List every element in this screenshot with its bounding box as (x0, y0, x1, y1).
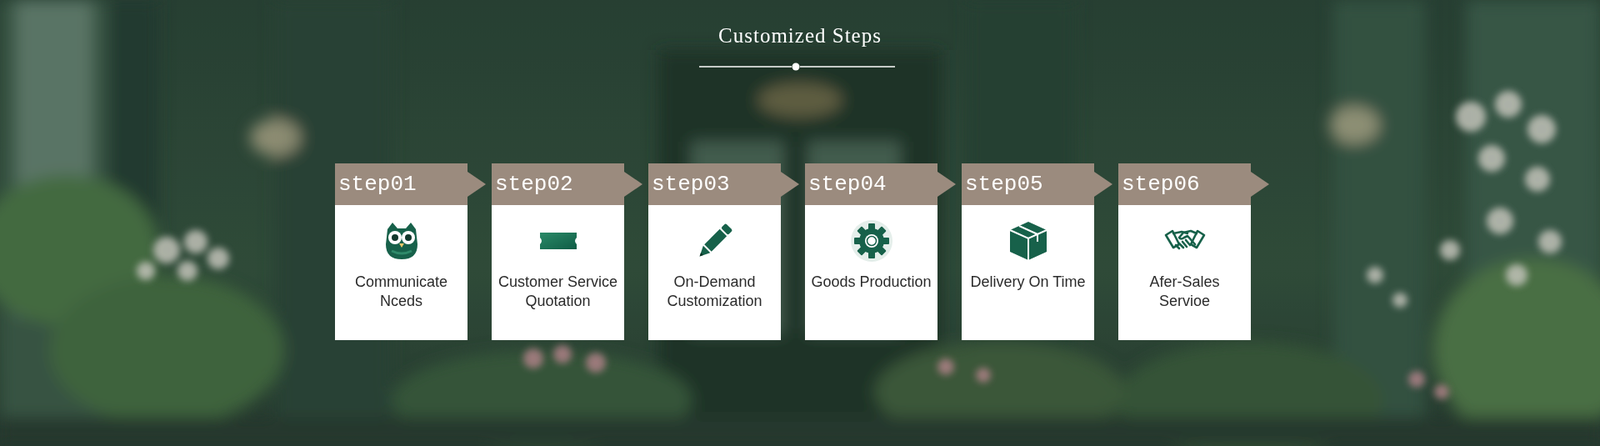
step-card: step02Customer Service Quotation (491, 163, 625, 340)
step-card: step06Afer-Sales Servioe (1118, 163, 1251, 340)
step-icon (1006, 219, 1050, 263)
step-tab: step04 (805, 163, 938, 205)
tab-arrow-point (937, 171, 956, 197)
step-label: Delivery On Time (966, 272, 1090, 292)
step-number: step05 (961, 163, 1095, 205)
tab-arrow-point (624, 171, 643, 197)
step-card: step01Communicate Nceds (335, 163, 468, 340)
step-body: Communicate Nceds (335, 205, 468, 340)
step-label: Afer-Sales Servioe (1123, 272, 1246, 311)
step-icon (1163, 219, 1207, 263)
step-number: step06 (1118, 163, 1251, 205)
tab-arrow-point (467, 171, 486, 197)
step-label: On-Demand Customization (653, 272, 776, 311)
step-tab: step06 (1118, 163, 1251, 205)
tab-arrow-point (1250, 171, 1270, 197)
title-divider (699, 63, 895, 71)
step-icon (380, 219, 424, 263)
step-tab: step03 (648, 163, 781, 205)
step-tab: step01 (335, 163, 468, 205)
step-card: step04Goods Production (805, 163, 938, 340)
step-card: step03On-Demand Customization (648, 163, 781, 340)
step-label: Customer Service Quotation (496, 272, 620, 311)
step-icon (693, 219, 737, 263)
step-number: step02 (491, 163, 625, 205)
step-body: Delivery On Time (961, 205, 1095, 340)
step-body: Customer Service Quotation (491, 205, 625, 340)
diagram-title: Customized Steps (0, 24, 1600, 48)
step-body: Afer-Sales Servioe (1118, 205, 1251, 340)
step-label: Communicate Nceds (340, 272, 463, 311)
step-icon (536, 219, 580, 263)
step-icon (850, 219, 894, 263)
step-body: Goods Production (805, 205, 938, 340)
step-tab: step02 (491, 163, 625, 205)
step-label: Goods Production (810, 272, 933, 292)
step-number: step04 (805, 163, 938, 205)
tab-arrow-point (780, 171, 800, 197)
step-tab: step05 (961, 163, 1095, 205)
tab-arrow-point (1094, 171, 1113, 197)
step-number: step01 (335, 163, 468, 205)
step-card: step05Delivery On Time (961, 163, 1095, 340)
step-number: step03 (648, 163, 781, 205)
step-body: On-Demand Customization (648, 205, 781, 340)
